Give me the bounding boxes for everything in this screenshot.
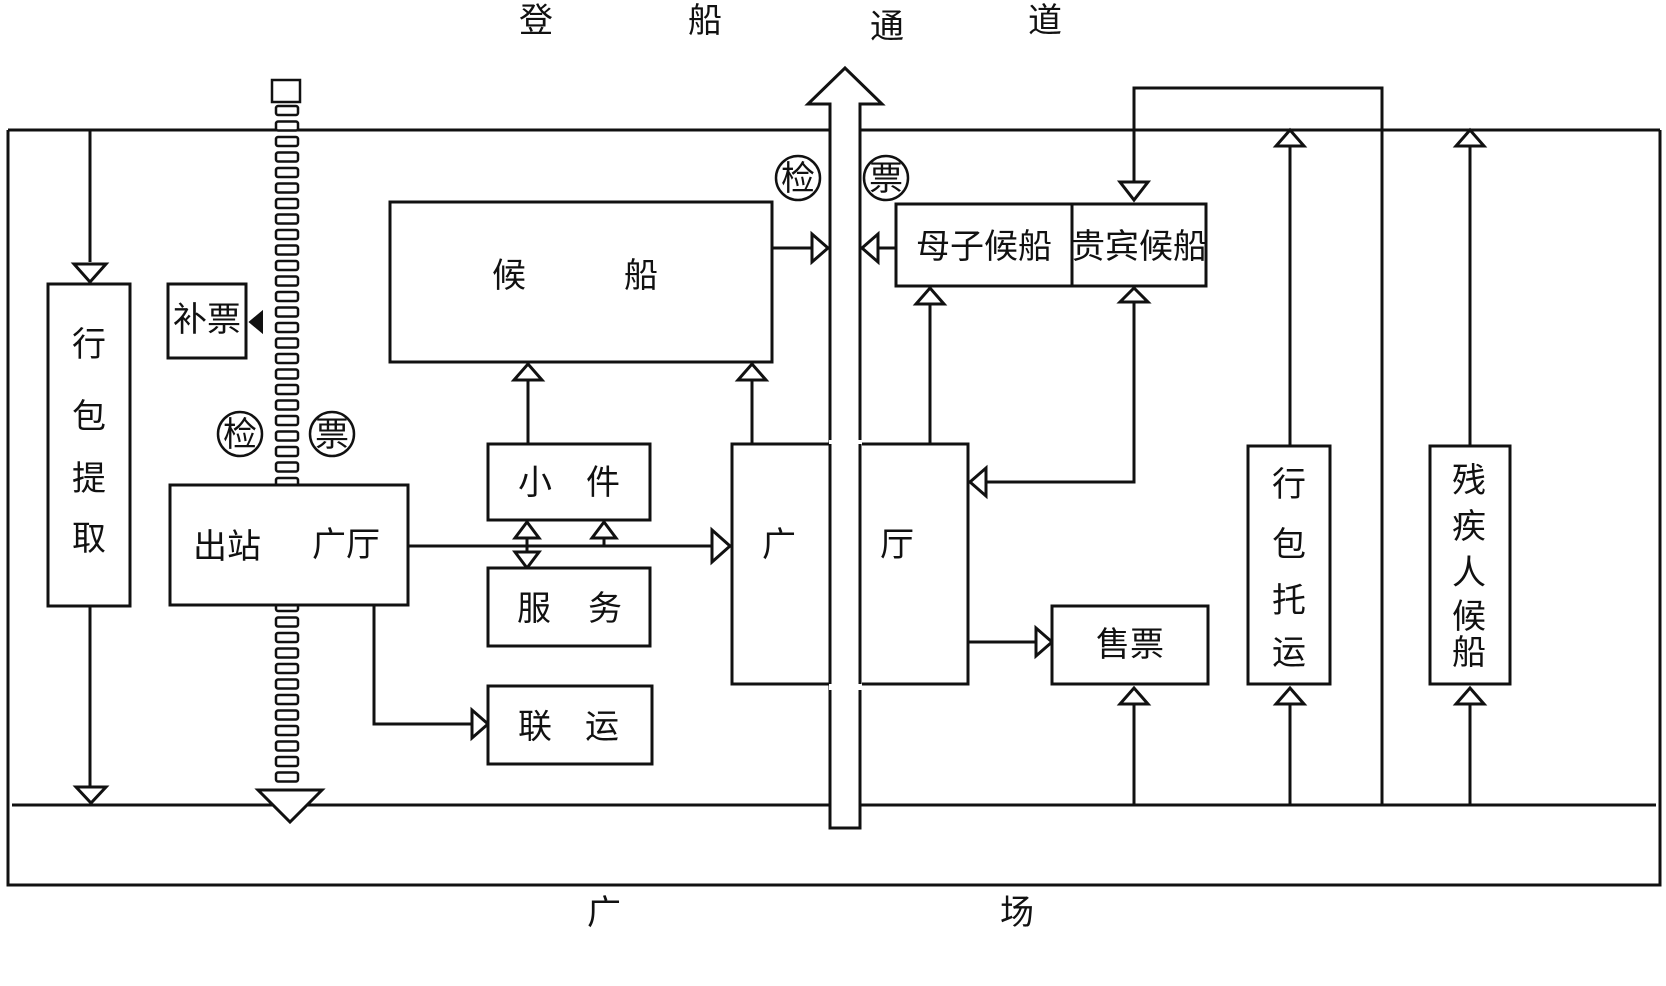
small-items-box: 小 件 — [486, 361, 652, 571]
fence-post — [270, 78, 302, 104]
fence-link — [274, 755, 300, 768]
fence-link — [274, 321, 300, 334]
special-waiting-boxes: 母子候船 贵宾候船 — [859, 86, 1384, 804]
plaza-char-1: 广 — [587, 893, 621, 933]
svg-text:运: 运 — [585, 707, 619, 747]
exit-fence-down-arrow — [254, 788, 326, 825]
ticket-sale-box: 售票 — [1050, 604, 1210, 804]
fence-link — [274, 445, 300, 458]
fence-link — [274, 182, 300, 194]
svg-text:行: 行 — [1272, 465, 1306, 505]
fence-link — [274, 197, 300, 210]
svg-text:联: 联 — [518, 707, 552, 747]
svg-text:行: 行 — [72, 325, 106, 365]
svg-text:广: 广 — [762, 525, 796, 565]
svg-text:补票: 补票 — [173, 300, 241, 340]
svg-text:贵宾候船: 贵宾候船 — [1071, 227, 1207, 267]
fence-link — [274, 290, 300, 303]
left-ticket-check: 检 票 — [216, 410, 356, 458]
svg-text:检: 检 — [223, 415, 257, 455]
disabled-waiting-box: 残 疾 人 候 船 — [1428, 127, 1512, 804]
fence-link — [274, 399, 300, 411]
fence-link — [274, 228, 300, 241]
top-ticket-check: 检 票 — [774, 154, 910, 202]
svg-text:件: 件 — [586, 463, 620, 503]
svg-text:出站: 出站 — [193, 527, 261, 567]
svg-text:残: 残 — [1452, 461, 1486, 501]
fence-link — [274, 352, 300, 365]
fence-link — [274, 461, 300, 473]
fence-link — [274, 678, 300, 690]
fence-link — [274, 244, 300, 256]
fence-link — [274, 104, 300, 117]
fence-link — [274, 368, 300, 380]
svg-text:小: 小 — [518, 463, 552, 503]
fence-link — [274, 724, 300, 737]
fence-link — [274, 306, 300, 318]
main-hall-box: 广 厅 — [730, 285, 1055, 690]
exit-fence — [270, 78, 302, 783]
title-char-2: 船 — [688, 1, 722, 41]
svg-text:检: 检 — [781, 159, 815, 199]
svg-text:托: 托 — [1272, 581, 1306, 621]
title-char-3: 通 — [870, 7, 904, 47]
fence-link — [274, 662, 300, 675]
fence-link — [274, 647, 300, 659]
svg-text:提: 提 — [72, 459, 106, 499]
fence-link — [274, 259, 300, 272]
joint-transport-box: 联 运 — [486, 684, 654, 766]
svg-text:候: 候 — [492, 256, 526, 296]
fence-link — [274, 430, 300, 442]
fence-link — [274, 631, 300, 644]
fence-link — [274, 337, 300, 349]
fence-link — [274, 616, 300, 628]
fence-link — [274, 709, 300, 721]
svg-text:船: 船 — [1452, 633, 1486, 673]
svg-text:候: 候 — [1452, 597, 1486, 637]
fence-link — [274, 383, 300, 396]
svg-text:疾: 疾 — [1452, 507, 1486, 547]
svg-text:票: 票 — [869, 159, 903, 199]
svg-text:服: 服 — [517, 589, 551, 629]
building-outline — [6, 128, 1662, 887]
plaza-char-2: 场 — [1000, 893, 1034, 933]
fence-link — [274, 693, 300, 706]
svg-text:售票: 售票 — [1096, 625, 1164, 665]
svg-text:厅: 厅 — [880, 525, 914, 565]
luggage-checkin-box: 行 包 托 运 — [1246, 127, 1332, 804]
svg-text:包: 包 — [72, 397, 106, 437]
fence-link — [274, 771, 300, 783]
exit-hall-box: 出站 广厅 — [168, 483, 733, 742]
svg-text:取: 取 — [72, 519, 106, 559]
svg-text:包: 包 — [1272, 525, 1306, 565]
fence-link — [274, 135, 300, 148]
luggage-pickup-box: 行 包 提 取 — [46, 130, 132, 806]
service-box: 服 务 — [486, 566, 652, 648]
fence-link — [274, 166, 300, 179]
fence-link — [274, 275, 300, 287]
title-char-4: 道 — [1028, 1, 1062, 41]
svg-text:运: 运 — [1272, 633, 1306, 673]
supplement-ticket-box: 补票 — [166, 282, 263, 360]
title-char-1: 登 — [519, 1, 553, 41]
svg-text:船: 船 — [624, 256, 658, 296]
svg-text:广厅: 广厅 — [312, 525, 380, 565]
waiting-ship-box: 候 船 — [388, 200, 831, 364]
svg-text:母子候船: 母子候船 — [916, 227, 1052, 267]
fence-link — [274, 120, 300, 132]
fence-link — [274, 740, 300, 752]
svg-text:人: 人 — [1452, 553, 1486, 593]
fence-link — [274, 151, 300, 163]
fence-link — [274, 414, 300, 427]
svg-text:务: 务 — [588, 589, 622, 629]
fence-link — [274, 213, 300, 225]
svg-text:票: 票 — [315, 415, 349, 455]
